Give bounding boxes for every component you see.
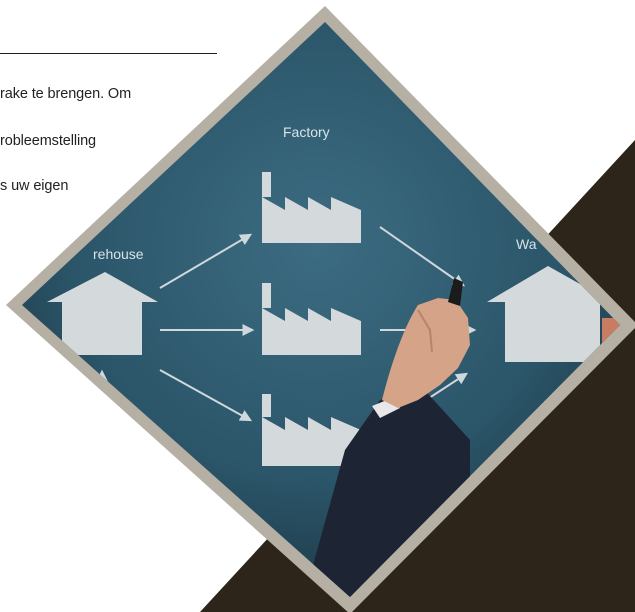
body-text-line-1: rake te brengen. Om	[0, 86, 132, 102]
warehouse-left-icon	[47, 272, 158, 355]
arrow-to-factory-bottom-icon	[159, 369, 253, 422]
factory-label: Factory	[283, 124, 330, 140]
arrow-from-factory-top-icon	[379, 226, 465, 287]
factory-middle-icon	[262, 283, 361, 355]
warehouse-left-label: rehouse	[93, 246, 144, 262]
text-divider-line	[0, 53, 217, 54]
arrow-to-factory-top-icon	[159, 233, 253, 289]
factory-top-icon	[262, 172, 361, 243]
body-text-line-2: robleemstelling	[0, 133, 97, 149]
factory-bottom-icon	[262, 394, 361, 466]
body-text-line-3: s uw eigen	[0, 178, 69, 194]
warehouse-right-label: Wa	[516, 236, 537, 252]
warehouse-right-icon	[487, 266, 620, 362]
